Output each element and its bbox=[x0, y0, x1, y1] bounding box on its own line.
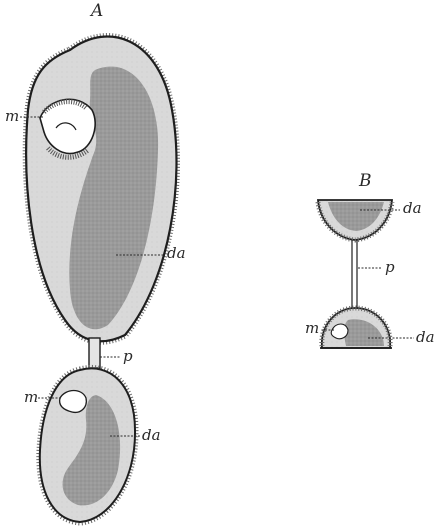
figure-a-upper-body bbox=[26, 37, 176, 342]
figure-a-lower-mouth bbox=[60, 391, 87, 413]
label-a-da-lower: da bbox=[142, 428, 161, 443]
label-b-da-top: da bbox=[403, 201, 422, 216]
figure-b-letter: B bbox=[359, 173, 372, 190]
figure-a-stalk bbox=[89, 338, 100, 368]
label-a-m-lower: m bbox=[24, 390, 38, 405]
figure-b-upper-body bbox=[318, 200, 392, 240]
label-b-p: p bbox=[385, 260, 395, 275]
label-a-p: p bbox=[123, 349, 133, 364]
figure-a-letter: A bbox=[91, 3, 103, 20]
figure-a-lower-body bbox=[40, 368, 135, 522]
label-b-m: m bbox=[305, 321, 319, 336]
figure-b-lower-body bbox=[320, 308, 392, 348]
label-a-m-upper: m bbox=[5, 109, 19, 124]
label-b-da-bottom: da bbox=[416, 330, 435, 345]
figure-b-stalk bbox=[352, 240, 357, 310]
label-a-da-upper: da bbox=[167, 246, 186, 261]
